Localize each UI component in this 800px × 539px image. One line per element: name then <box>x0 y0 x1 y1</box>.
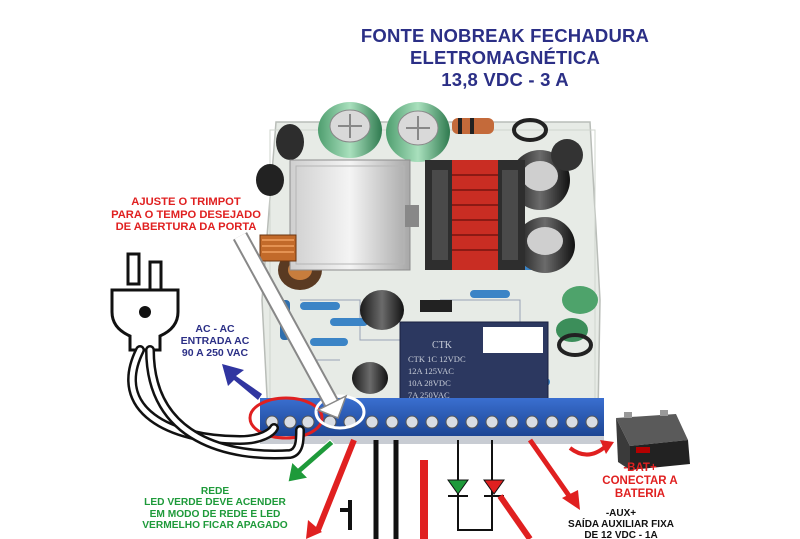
battery-line-1: -BAT+ <box>623 462 657 474</box>
battery-note: -BAT+ CONECTAR A BATERIA <box>585 462 695 501</box>
trimpot-pointer-arrow <box>232 232 348 419</box>
ac-input-line-1: AC - AC <box>195 323 235 335</box>
trimpot-note-line-1: AJUSTE O TRIMPOT <box>131 196 241 208</box>
battery-icon <box>616 410 690 470</box>
ac-terminal-highlight <box>248 396 324 440</box>
ac-plug-icon <box>110 252 180 352</box>
battery-line-3: BATERIA <box>614 487 666 500</box>
ac-input-arrow <box>222 364 262 400</box>
rede-line-3: EM MODO DE REDE E LED <box>149 508 281 520</box>
trimpot-highlight <box>314 394 366 430</box>
rede-note: REDE LED VERDE DEVE ACENDER EM MODO DE R… <box>115 486 315 532</box>
relay-spec-4: 7A 250VAC <box>408 390 450 400</box>
battery-connect-arrow <box>568 444 608 457</box>
title-line-1: FONTE NOBREAK FECHADURA <box>360 25 650 46</box>
ac-input-note: AC - AC ENTRADA AC 90 A 250 VAC <box>165 323 265 359</box>
rede-line-1: REDE <box>200 486 230 497</box>
aux-line-2: SAÍDA AUXILIAR FIXA <box>568 519 674 531</box>
aux-line-3: DE 12 VDC - 1A <box>584 530 658 539</box>
rede-led-arrow <box>287 439 335 483</box>
relay-spec-3: 10A 28VDC <box>408 378 451 388</box>
aux-line-1: -AUX+ <box>605 508 637 519</box>
relay-label-patch <box>483 327 543 353</box>
title-line-3: 13,8 VDC - 3 A <box>441 69 569 90</box>
page-title: FONTE NOBREAK FECHADURA ELETROMAGNÉTICA … <box>300 25 710 92</box>
ac-cables <box>127 345 305 460</box>
rede-line-2: LED VERDE DEVE ACENDER <box>144 497 286 509</box>
title-line-2: ELETROMAGNÉTICA <box>409 47 601 68</box>
battery-line-2: CONECTAR A <box>602 474 678 487</box>
output-wires <box>306 438 580 539</box>
trimpot-note-line-3: DE ABERTURA DA PORTA <box>115 221 257 234</box>
green-capacitors <box>276 102 598 342</box>
aux-output-note: -AUX+ SAÍDA AUXILIAR FIXA DE 12 VDC - 1A <box>546 508 696 539</box>
relay-spec-2: 12A 125VAC <box>408 366 454 376</box>
ac-input-line-2: ENTRADA AC <box>180 334 250 347</box>
relay-spec-1: CTK 1C 12VDC <box>408 354 466 364</box>
relay-brand: CTK <box>432 340 453 351</box>
trimpot-note: AJUSTE O TRIMPOT PARA O TEMPO DESEJADO D… <box>86 196 286 234</box>
metal-shield <box>259 159 419 271</box>
rede-line-4: VERMELHO FICAR APAGADO <box>142 520 288 532</box>
ac-input-line-3: 90 A 250 VAC <box>181 346 249 359</box>
transformer <box>425 160 525 270</box>
trimpot-note-line-2: PARA O TEMPO DESEJADO <box>111 208 261 221</box>
